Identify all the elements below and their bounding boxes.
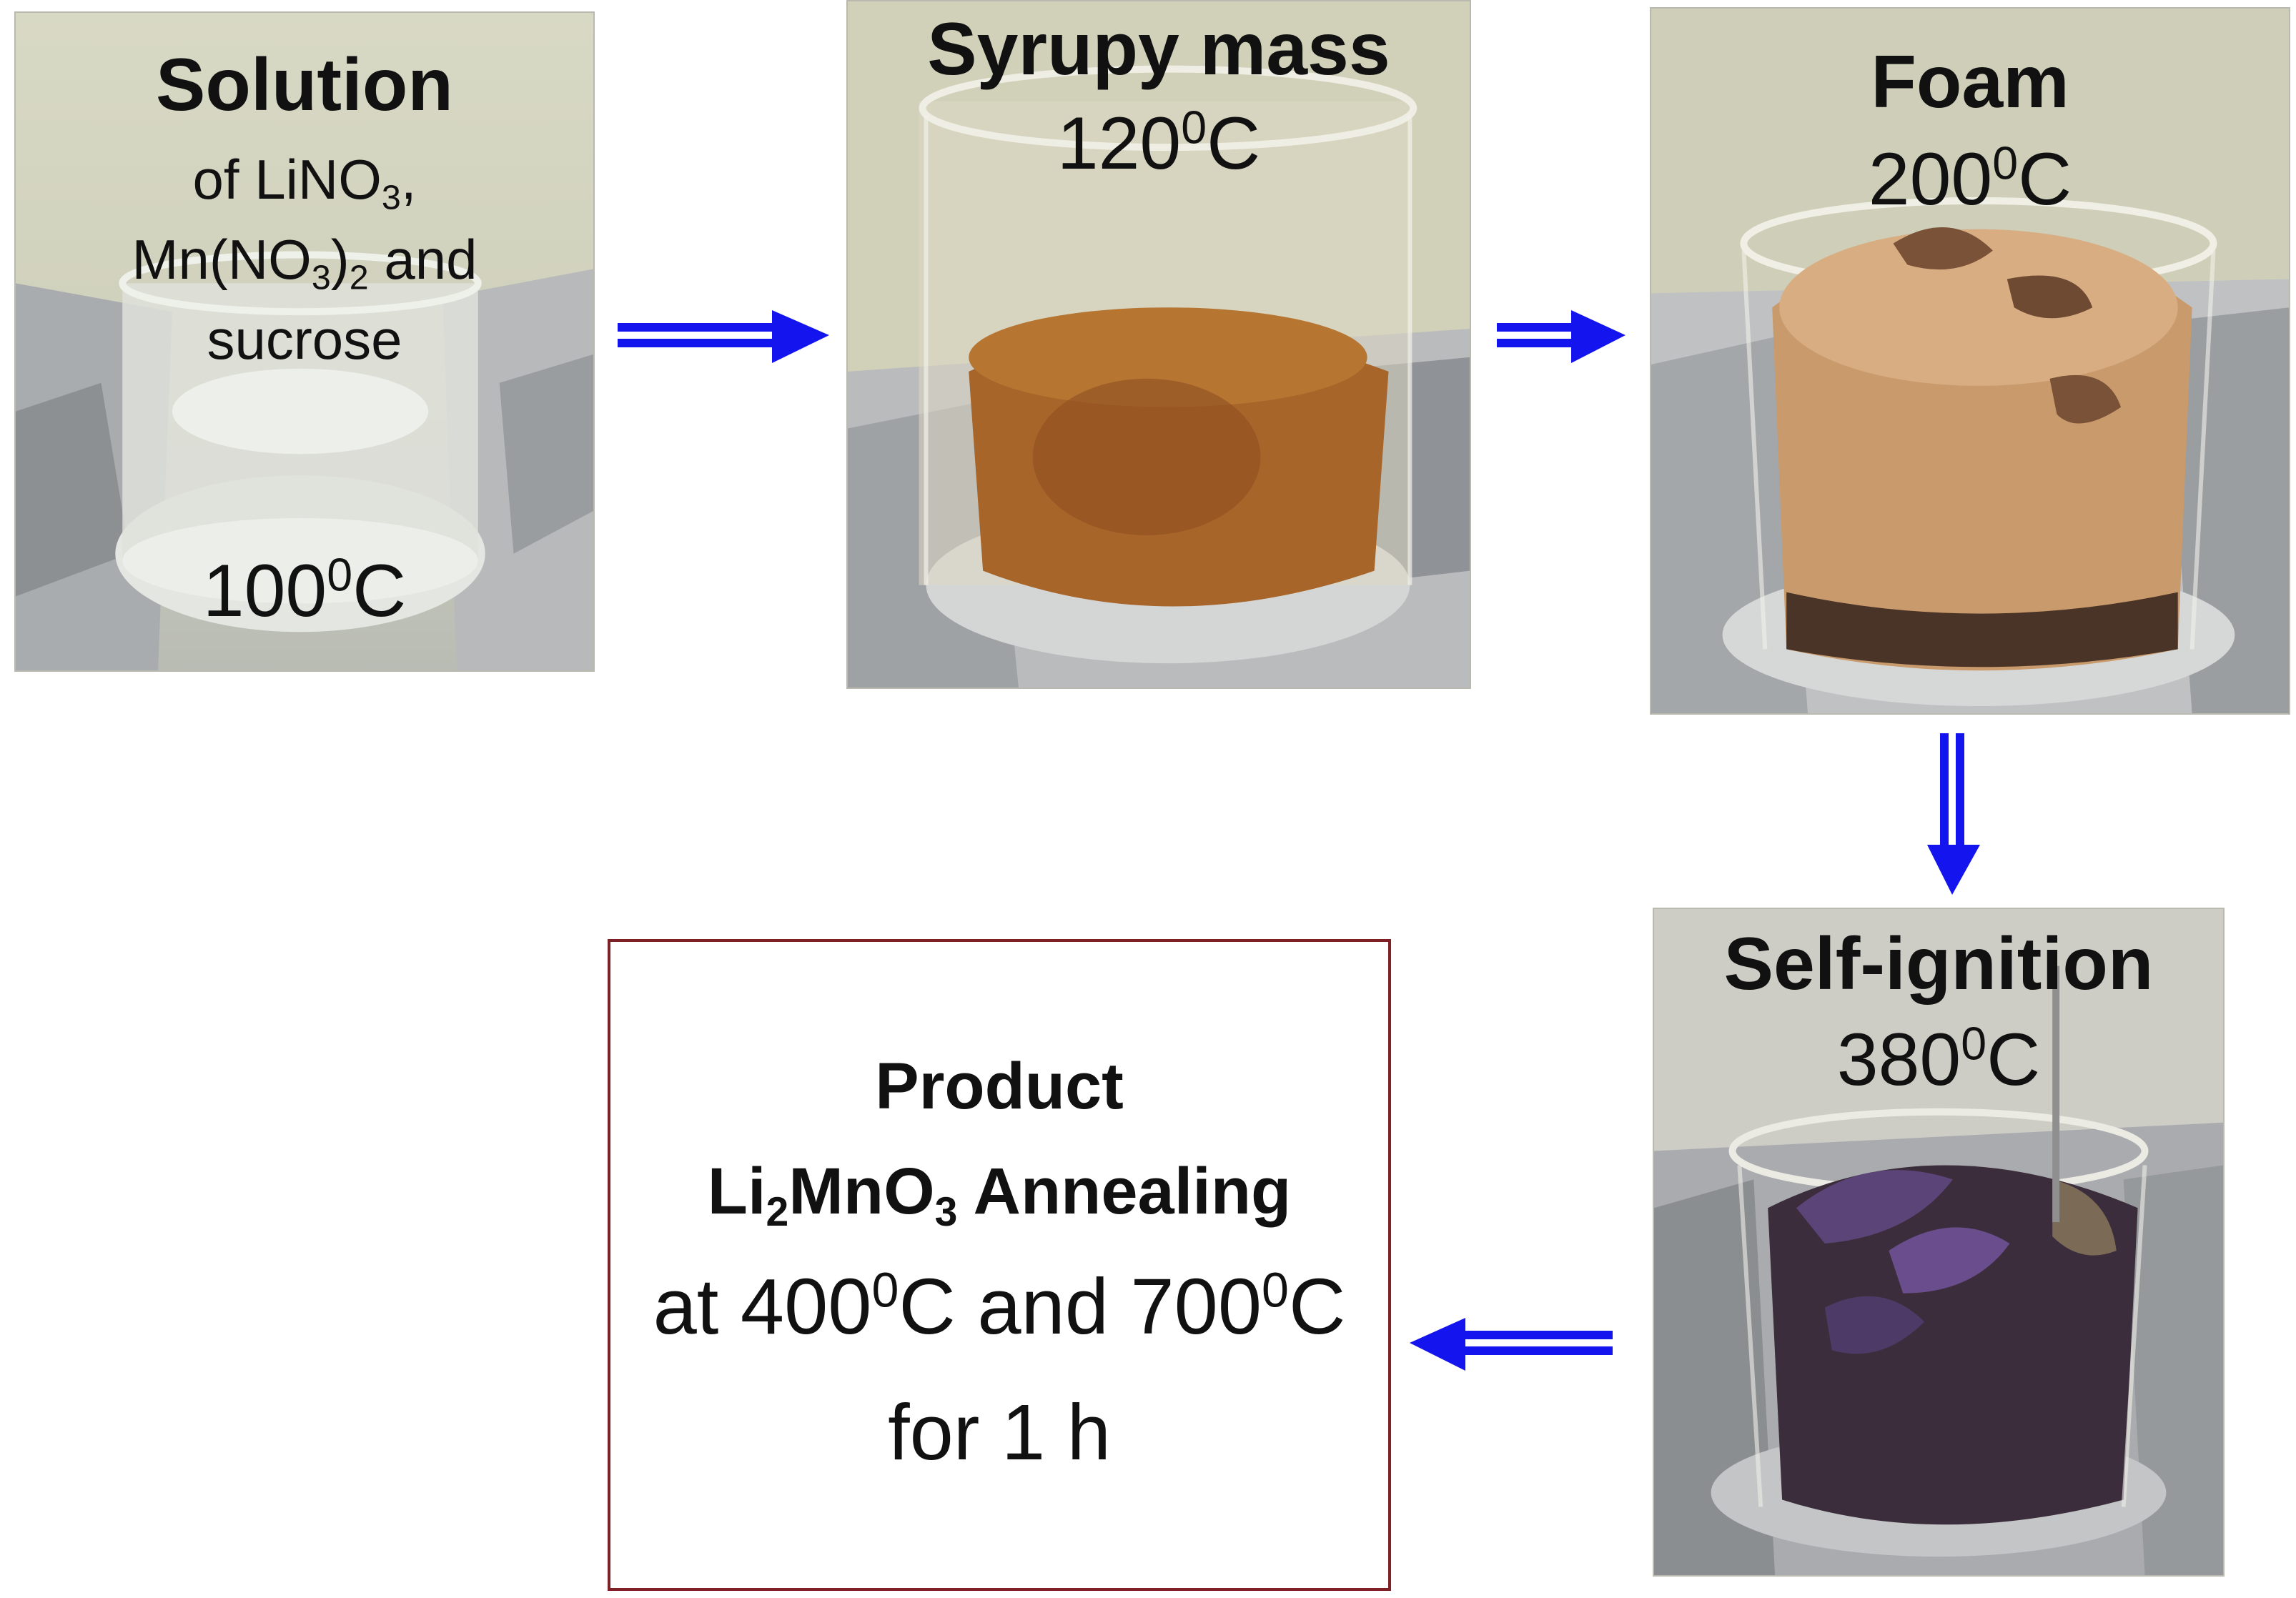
product-box: Product Li2MnO3 Annealing at 4000C and 7… [608, 939, 1391, 1591]
beaker-solution-photo [16, 13, 593, 670]
step-title-solution: Solution [156, 44, 453, 126]
step-temp-foam: 2000C [1868, 137, 2072, 221]
beaker-foam-photo [1651, 9, 2289, 713]
arrow-left [1410, 1318, 1613, 1371]
arrow-right-1 [618, 310, 829, 363]
step-title-foam: Foam [1871, 41, 2069, 124]
photo-panel-self-ignition: Self-ignition 3800C [1653, 908, 2225, 1577]
arrow-down [1927, 733, 1980, 895]
photo-panel-syrupy-mass: Syrupy mass 1200C [846, 0, 1471, 689]
beaker-syrup-photo [848, 1, 1470, 688]
step-temp-self-ignition: 3800C [1836, 1018, 2041, 1101]
step-title-syrupy-mass: Syrupy mass [927, 8, 1390, 91]
step-temp-syrupy-mass: 1200C [1057, 101, 1261, 185]
photo-panel-solution: Solution of LiNO3, Mn(NO3)2 and sucrose … [14, 11, 595, 672]
step-temp-solution: 1000C [202, 549, 407, 632]
product-annealing-temps: at 4000C and 7000C [653, 1263, 1346, 1351]
product-duration: for 1 h [888, 1389, 1111, 1477]
step-desc-solution-line2: Mn(NO3)2 and [132, 228, 477, 297]
photo-panel-foam: Foam 2000C [1650, 7, 2290, 715]
step-desc-solution-line1: of LiNO3, [192, 148, 417, 217]
step-desc-solution-line3: sucrose [207, 308, 402, 371]
step-title-self-ignition: Self-ignition [1723, 923, 2154, 1006]
beaker-ignition-photo [1654, 909, 2223, 1575]
arrow-right-2 [1497, 310, 1625, 363]
product-title: Product [875, 1049, 1124, 1123]
product-formula: Li2MnO3 Annealing [707, 1155, 1292, 1236]
